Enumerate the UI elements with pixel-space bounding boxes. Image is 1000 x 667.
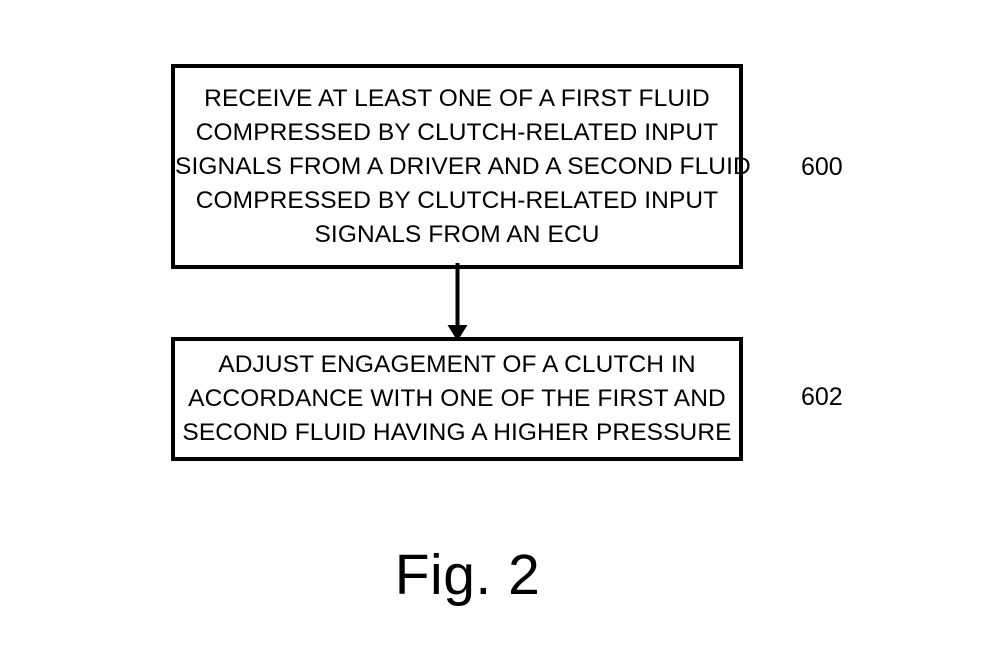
step-600-text-line-3: SIGNALS FROM A DRIVER AND A SECOND FLUID <box>175 152 751 180</box>
flowchart-step-600: RECEIVE AT LEAST ONE OF A FIRST FLUID CO… <box>171 64 751 269</box>
arrow-down-icon <box>447 263 468 341</box>
step-602-text-line-1: ADJUST ENGAGEMENT OF A CLUTCH IN <box>218 351 696 378</box>
reference-numeral-600: 600 <box>801 153 843 181</box>
flowchart-step-602: ADJUST ENGAGEMENT OF A CLUTCH IN ACCORDA… <box>171 337 743 461</box>
step-600-text-line-5: SIGNALS FROM AN ECU <box>314 220 600 248</box>
step-600-text-line-2: COMPRESSED BY CLUTCH-RELATED INPUT <box>195 118 719 146</box>
step-600-text-line-4: COMPRESSED BY CLUTCH-RELATED INPUT <box>195 186 719 214</box>
step-602-text-line-2: ACCORDANCE WITH ONE OF THE FIRST AND <box>188 385 726 412</box>
step-600-text-line-1: RECEIVE AT LEAST ONE OF A FIRST FLUID <box>204 84 710 112</box>
figure-caption: Fig. 2 <box>394 543 541 607</box>
step-602-text-line-3: SECOND FLUID HAVING A HIGHER PRESSURE <box>182 419 732 446</box>
reference-numeral-602: 602 <box>801 383 843 411</box>
connector-arrow-600-to-602 <box>440 263 476 343</box>
